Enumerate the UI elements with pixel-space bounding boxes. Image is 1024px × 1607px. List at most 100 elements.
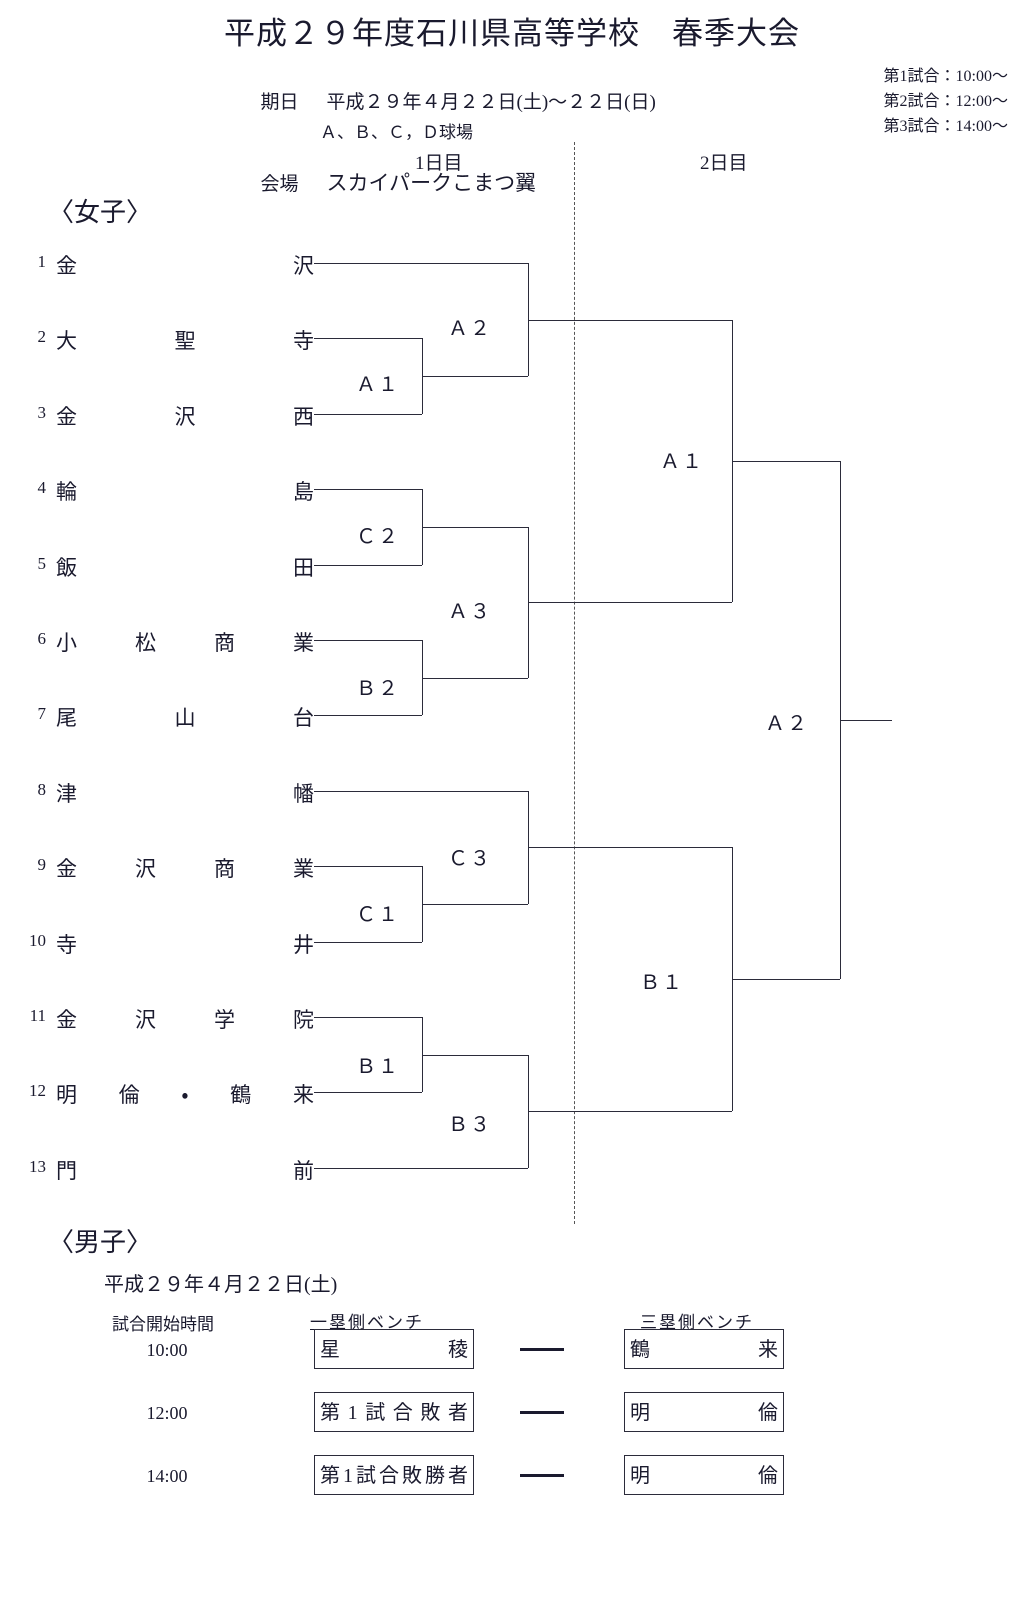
entry-team-name: 門前: [56, 1158, 314, 1183]
bracket-feed-line: [314, 564, 422, 566]
women-entry-row: 8 津幡: [12, 778, 315, 806]
match-code-label: Ｃ２: [356, 526, 400, 548]
event-venue-row: 会場スカイパークこまつ翼: [232, 143, 656, 225]
bracket-feed-line: [732, 460, 840, 462]
bracket-feed-line: [314, 790, 528, 792]
bracket-bridge-r1: [422, 338, 423, 414]
bracket-feed-line: [422, 526, 528, 528]
bracket-feed-line: [314, 640, 422, 641]
men-start-time: 12:00: [146, 1403, 188, 1423]
men-third-base-team: 明倫: [624, 1392, 784, 1432]
match-code-label: Ａ２: [765, 713, 809, 735]
game-times-list: 第1試合：10:00～ 第2試合：12:00～ 第3試合：14:00～: [884, 64, 1008, 139]
versus-dash-icon: [520, 1411, 564, 1414]
versus-dash-icon: [520, 1474, 564, 1477]
match-code-label: Ａ２: [448, 318, 492, 340]
bracket-feed-line: [314, 1167, 528, 1169]
match-code-label: Ａ３: [448, 601, 492, 623]
men-column-header-time: 試合開始時間: [112, 1315, 214, 1334]
bracket-feed-line: [732, 979, 840, 981]
bracket-feed-line: [314, 263, 528, 264]
men-start-time: 10:00: [146, 1340, 188, 1360]
entry-team-name: 尾山台: [56, 706, 314, 731]
women-entry-row: 3 金沢西: [12, 401, 315, 429]
entry-team-name: 大聖寺: [56, 329, 314, 354]
bracket-feed-line: [314, 1092, 422, 1094]
entry-team-name: 小松商業: [56, 631, 314, 655]
men-schedule-row: 14:00 第1試合敗勝者 明倫: [0, 1455, 1024, 1499]
game-time-2: 第2試合：12:00～: [883, 93, 1008, 110]
entry-team-name: 金沢: [56, 254, 314, 278]
match-code-label: Ｂ１: [640, 972, 684, 994]
bracket-feed-line: [528, 1111, 732, 1113]
event-date-value: 平成２９年４月２２日(土)～２２日(日): [326, 92, 656, 113]
men-column-header-first-base: 一塁側ベンチ: [310, 1313, 424, 1332]
bracket-feed-line: [422, 376, 528, 378]
men-first-base-team: 第1試合敗勝者: [314, 1455, 474, 1495]
match-code-label: Ｃ３: [448, 848, 492, 870]
men-schedule-row: 10:00 星稜 鶴来: [0, 1329, 1024, 1373]
match-code-label: Ｃ１: [356, 904, 400, 926]
versus-dash-icon: [520, 1348, 564, 1351]
entry-seed-number: 3: [37, 402, 47, 422]
men-start-time: 14:00: [146, 1466, 188, 1486]
bracket-feed-line: [422, 1054, 528, 1056]
match-code-label: Ａ１: [660, 451, 704, 473]
women-entry-row: 9 金沢商業: [12, 853, 315, 881]
section-heading-women: 〈女子〉: [48, 198, 153, 227]
day-1-label: 1日目: [415, 153, 463, 174]
entry-seed-number: 9: [37, 855, 47, 875]
section-heading-men: 〈男子〉: [48, 1228, 153, 1257]
event-fields: Ａ、Ｂ、Ｃ，Ｄ球場: [320, 123, 473, 142]
bracket-feed-line: [314, 941, 422, 943]
men-date: 平成２９年４月２２日(土): [104, 1274, 338, 1296]
bracket-bridge-sf-b1: [732, 847, 733, 1112]
bracket-feed-line: [528, 602, 732, 604]
entry-team-name: 寺井: [56, 932, 314, 957]
men-third-base-team: 鶴来: [624, 1329, 784, 1369]
entry-team-name: 飯田: [56, 555, 314, 580]
page-title: 平成２９年度石川県高等学校 春季大会: [224, 16, 800, 51]
entry-seed-number: 12: [29, 1081, 46, 1101]
entry-team-name: 金沢西: [56, 404, 314, 429]
women-entry-row: 10 寺井: [12, 929, 314, 957]
women-entry-row: 13 門前: [12, 1155, 314, 1183]
bracket-feed-line: [528, 319, 732, 321]
bracket-bridge-b3: [528, 1054, 529, 1168]
entry-team-name: 金沢学院: [56, 1008, 314, 1032]
bracket-feed-line: [422, 677, 528, 679]
entry-seed-number: 10: [29, 930, 46, 950]
bracket-feed-line: [314, 1017, 422, 1018]
bracket-bridge-a3: [528, 526, 529, 678]
bracket-feed-line: [314, 715, 422, 717]
game-time-3: 第3試合：14:00～: [883, 118, 1008, 135]
entry-seed-number: 7: [37, 704, 47, 724]
day-2-label: 2日目: [700, 153, 748, 174]
match-code-label: Ｂ１: [356, 1056, 400, 1078]
entry-seed-number: 11: [29, 1006, 46, 1025]
game-time-1: 第1試合：10:00～: [883, 68, 1008, 85]
bracket-feed-line: [314, 489, 422, 491]
entry-seed-number: 8: [37, 779, 47, 799]
bracket-bridge-r1: [422, 866, 423, 942]
men-third-base-team: 明倫: [624, 1455, 784, 1495]
bracket-feed-line: [528, 847, 732, 849]
bracket-feed-line: [314, 413, 422, 415]
day-divider-line: [574, 142, 575, 1224]
entry-team-name: 金沢商業: [56, 857, 314, 882]
men-column-header-third-base: 三塁側ベンチ: [640, 1313, 754, 1332]
bracket-bridge-r1: [422, 489, 423, 565]
entry-team-name: 津幡: [56, 781, 314, 806]
women-entry-row: 7 尾山台: [12, 702, 315, 730]
entry-seed-number: 13: [29, 1156, 46, 1176]
match-code-label: Ｂ２: [356, 678, 400, 700]
match-code-label: Ａ１: [356, 374, 400, 396]
men-first-base-team: 星稜: [314, 1329, 474, 1369]
